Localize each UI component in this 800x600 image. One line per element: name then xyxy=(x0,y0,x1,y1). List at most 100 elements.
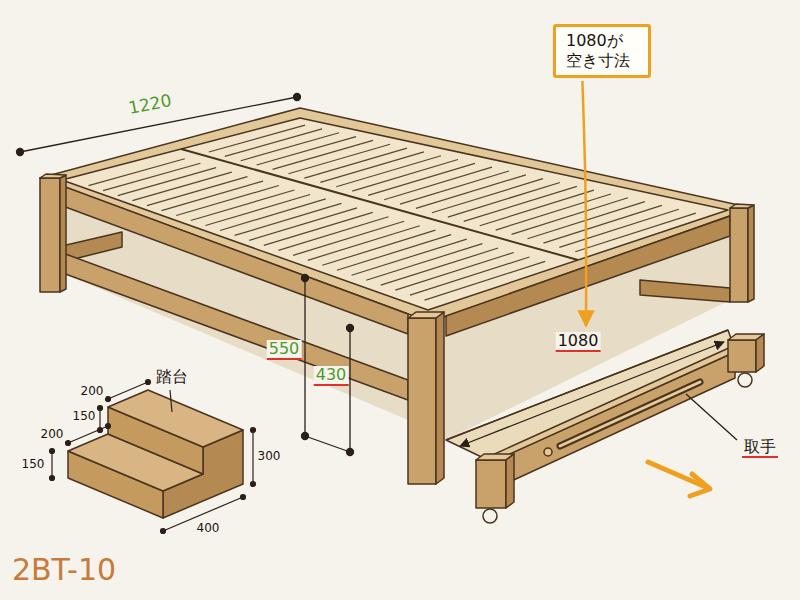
slat-deck xyxy=(62,118,728,310)
slat-line xyxy=(368,163,475,195)
callout-arrow xyxy=(582,81,586,326)
slat-line xyxy=(225,129,322,156)
arrow-head xyxy=(690,474,710,496)
slat-line xyxy=(288,144,390,173)
slat-line xyxy=(352,239,467,275)
trundle-block-side xyxy=(756,334,764,372)
slat-line xyxy=(395,253,513,291)
slat-line xyxy=(432,179,543,213)
front-post-side xyxy=(436,312,444,484)
slat-line xyxy=(304,148,407,178)
right-post xyxy=(730,208,748,302)
slat-line xyxy=(543,205,661,243)
slat-line xyxy=(162,181,264,210)
slat-line xyxy=(410,257,529,295)
step-stool xyxy=(68,390,243,518)
slat-line xyxy=(448,182,560,217)
clearance-dimension-arrow xyxy=(460,342,724,446)
leader-line xyxy=(170,390,172,412)
slat-line xyxy=(118,168,216,196)
dimension-line xyxy=(51,451,52,478)
bed-dimensions xyxy=(17,94,738,456)
slat-line xyxy=(132,172,231,200)
dimension-label: 200 xyxy=(39,428,66,441)
slat-line xyxy=(278,217,388,251)
trundle-front-board xyxy=(492,352,735,490)
bed-frame xyxy=(40,108,764,523)
caster xyxy=(738,373,752,387)
model-code: 2BT-10 xyxy=(10,553,118,586)
dimension-line xyxy=(68,426,108,443)
slat-line xyxy=(308,226,420,261)
part-label: 踏台 xyxy=(154,368,190,386)
front-post xyxy=(408,318,436,484)
right-post-side xyxy=(748,205,754,302)
stool-dimensions xyxy=(50,380,256,534)
dimension-dot xyxy=(50,449,55,454)
dimension-dot xyxy=(98,406,103,411)
slat-line xyxy=(235,203,342,235)
long-rail xyxy=(60,185,408,334)
dimension-label: 1080 xyxy=(556,332,601,352)
dimension-line xyxy=(99,408,100,430)
dimension-dot xyxy=(98,428,103,433)
dimension-dot xyxy=(241,495,246,500)
slat-line xyxy=(176,186,279,216)
dimension-dot xyxy=(66,441,71,446)
arrow-shaft xyxy=(648,462,708,488)
slat-line xyxy=(416,175,526,209)
dimension-line xyxy=(304,278,305,436)
dimension-dot xyxy=(251,482,256,487)
slat-line xyxy=(384,167,492,200)
trundle-corner-block xyxy=(728,340,756,372)
dimension-line xyxy=(108,382,148,399)
slat-line xyxy=(352,160,458,192)
slat-line xyxy=(147,177,247,206)
slat-line xyxy=(257,137,356,165)
slat-line xyxy=(220,199,326,231)
callout-box: 1080が 空き寸法 xyxy=(553,24,651,78)
slat-line xyxy=(273,140,373,169)
end-rail xyxy=(446,216,730,336)
slat-line xyxy=(512,198,628,235)
side-beam xyxy=(640,280,730,302)
dimension-line xyxy=(252,430,253,484)
left-post-top xyxy=(40,174,66,178)
dimension-label: 1220 xyxy=(125,91,175,118)
pull-out-arrow xyxy=(648,462,710,496)
slat-line xyxy=(293,221,404,255)
trundle-block-side xyxy=(506,454,514,508)
dimension-dot xyxy=(50,476,55,481)
dimension-label: 200 xyxy=(79,385,106,398)
callout-arrow-group xyxy=(582,81,586,326)
handle-bar-highlight xyxy=(560,382,700,446)
dimension-dot xyxy=(347,325,354,332)
slat-line xyxy=(209,125,305,152)
slat-line xyxy=(320,152,424,182)
dimension-dot xyxy=(161,529,166,534)
handle-knob xyxy=(544,448,552,456)
dimension-label: 300 xyxy=(256,450,283,463)
slat-line xyxy=(366,244,482,281)
part-label: 取手 xyxy=(742,438,778,458)
slat-line xyxy=(381,248,498,285)
dimension-dot xyxy=(146,380,151,385)
left-post xyxy=(40,178,60,292)
slat-line xyxy=(464,186,577,221)
dimension-dot xyxy=(106,424,111,429)
slat-line xyxy=(191,190,295,220)
dimension-label: 550 xyxy=(267,340,302,360)
handle-bar xyxy=(560,382,700,446)
slat-line xyxy=(249,208,357,241)
slat-line xyxy=(336,156,441,187)
slat-line xyxy=(496,194,611,230)
dimension-dot xyxy=(294,94,301,101)
dimension-label: 150 xyxy=(20,458,47,471)
slat-line xyxy=(205,194,310,225)
stool-upper-tread xyxy=(108,390,243,447)
right-post-top xyxy=(730,204,754,208)
